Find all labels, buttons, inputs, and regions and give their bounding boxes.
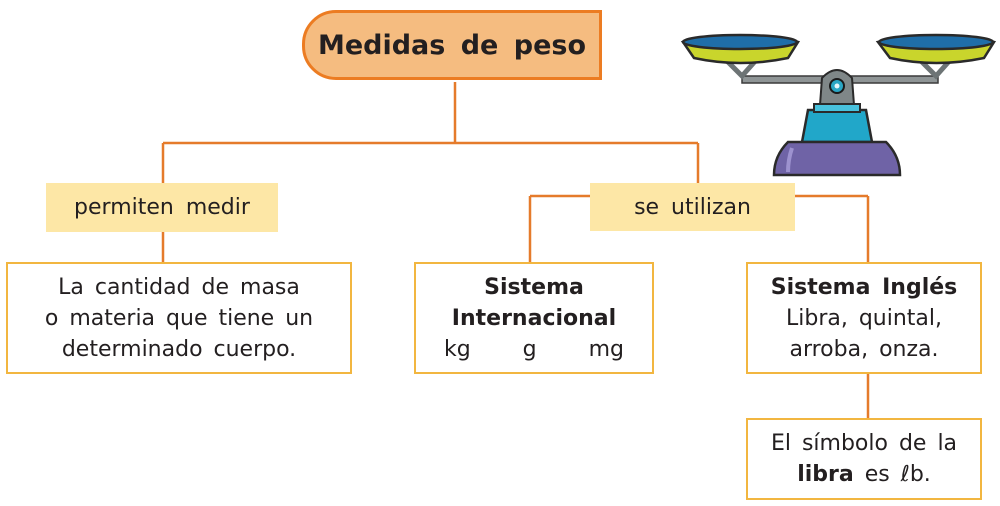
description-line-3: determinado cuerpo.	[61, 336, 297, 362]
unit-mg: mg	[588, 336, 624, 362]
si-title-line-2: Internacional	[451, 305, 617, 331]
si-box: Sistema Internacional kg g mg	[414, 262, 654, 374]
english-system-line-1: Libra, quintal,	[785, 305, 943, 331]
tag-permiten-medir: permiten medir	[46, 183, 278, 232]
unit-kg: kg	[444, 336, 471, 362]
description-line-2: o materia que tiene un	[44, 305, 314, 331]
tag-se-utilizan: se utilizan	[590, 183, 795, 231]
description-box: La cantidad de masa o materia que tiene …	[6, 262, 352, 374]
tag-permiten-medir-text: permiten medir	[74, 195, 250, 220]
english-system-line-2: arroba, onza.	[789, 336, 939, 362]
diagram-title-text: Medidas de peso	[317, 29, 587, 61]
pound-note-line-2: libra es ℓb.	[797, 459, 931, 490]
description-line-1: La cantidad de masa	[58, 274, 300, 300]
tag-se-utilizan-text: se utilizan	[634, 194, 751, 220]
pound-note-bold-word: libra	[797, 462, 854, 487]
pound-symbol: ℓb.	[900, 462, 931, 487]
si-units: kg g mg	[444, 334, 624, 365]
pound-note-line-1: El símbolo de la	[770, 431, 958, 456]
english-system-title: Sistema Inglés	[770, 274, 958, 300]
diagram-title: Medidas de peso	[302, 10, 602, 80]
balance-scale-icon	[680, 33, 997, 177]
si-title-line-1: Sistema	[484, 274, 584, 300]
pound-note-mid: es	[864, 462, 890, 487]
english-system-box: Sistema Inglés Libra, quintal, arroba, o…	[746, 262, 982, 374]
pound-symbol-box: El símbolo de la libra es ℓb.	[746, 418, 982, 500]
unit-g: g	[522, 336, 537, 362]
